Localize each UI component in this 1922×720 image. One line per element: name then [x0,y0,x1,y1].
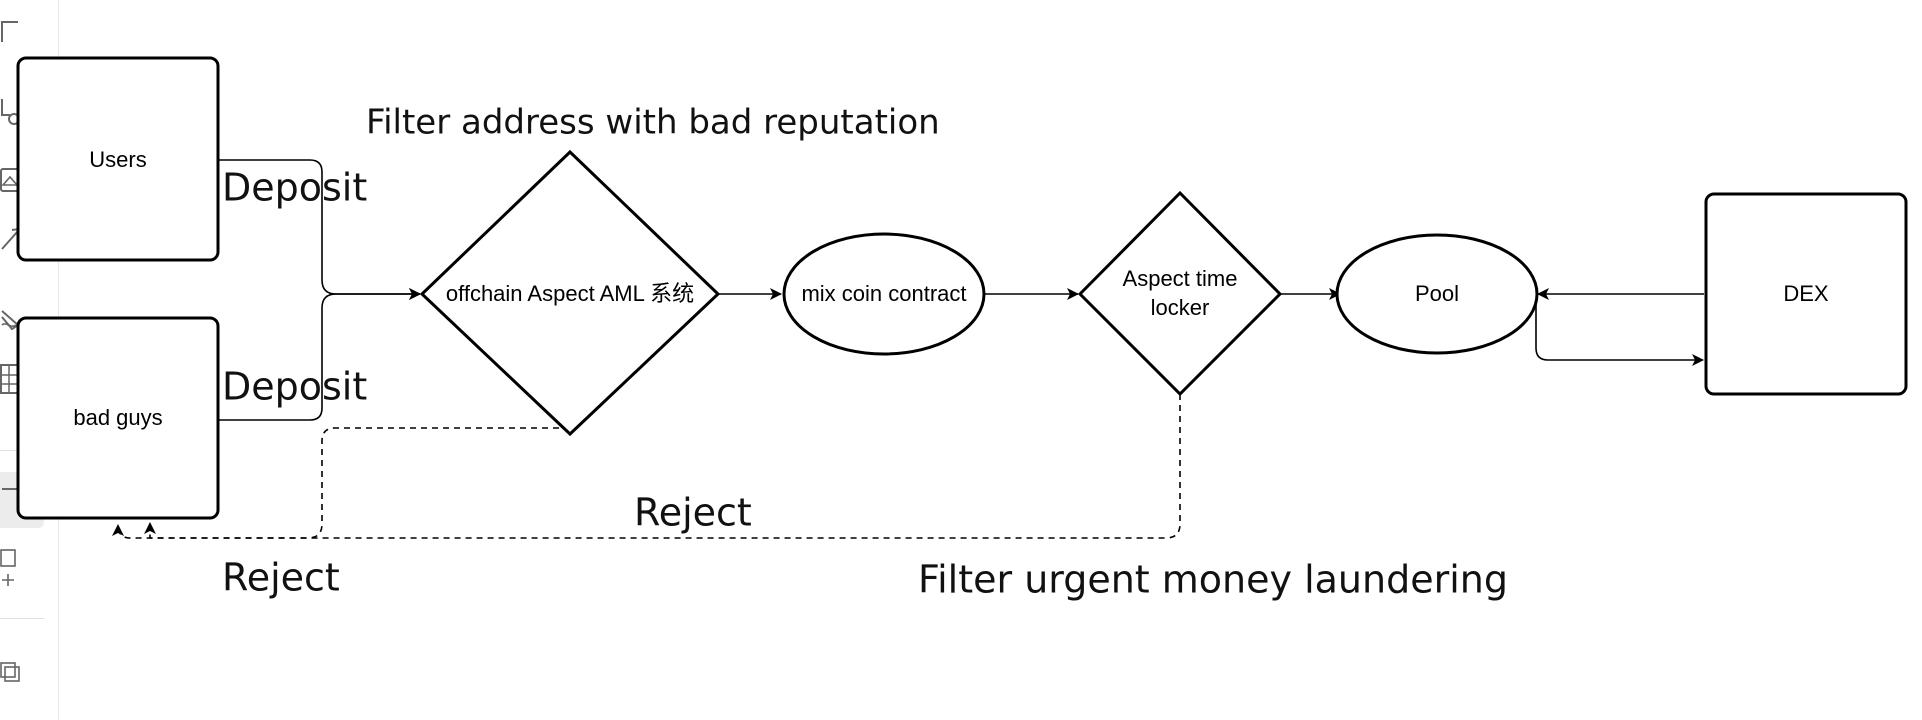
filter-urgent-label: Filter urgent money laundering [918,558,1508,602]
deposit-label-users: Deposit [222,166,367,210]
users-label: Users [89,147,146,172]
dex-node[interactable] [1704,192,1908,396]
bad-guys-node[interactable] [16,316,220,520]
toolbar-divider [0,618,44,619]
pen-tool-icon [1,310,20,331]
mix-coin-label: mix coin contract [801,281,966,306]
deposit-label-bad-guys: Deposit [222,365,367,409]
pen-tool[interactable] [0,298,44,338]
text-tool[interactable] [0,10,44,50]
mix-coin-node[interactable] [782,232,986,356]
add-shape-tool[interactable] [0,548,44,588]
time-locker-label-line1: Aspect time [1123,266,1238,291]
layers-tool[interactable] [0,650,44,690]
layers-icon [0,662,20,682]
edge-badguys-to-aml[interactable] [218,288,421,421]
edge-users-to-aml[interactable] [218,159,421,300]
aml-decision-node[interactable] [419,149,721,437]
edge-timelocker-reject[interactable] [112,394,1181,539]
reject-label-time-locker: Reject [634,491,752,535]
dex-label: DEX [1783,281,1829,306]
reject-label-aml: Reject [222,556,340,600]
text-tool-icon [1,21,18,42]
time-locker-node[interactable] [1077,190,1283,397]
add-shape-icon [0,549,16,586]
pool-label: Pool [1415,281,1459,306]
users-node[interactable] [16,56,220,262]
time-locker-label-line2: locker [1151,295,1210,320]
bad-guys-label: bad guys [73,405,162,430]
pool-node[interactable] [1335,233,1539,355]
edge-pool-to-dex[interactable] [1535,300,1704,366]
filter-reputation-label: Filter address with bad reputation [366,103,940,143]
aml-label: offchain Aspect AML 系统 [446,281,694,306]
